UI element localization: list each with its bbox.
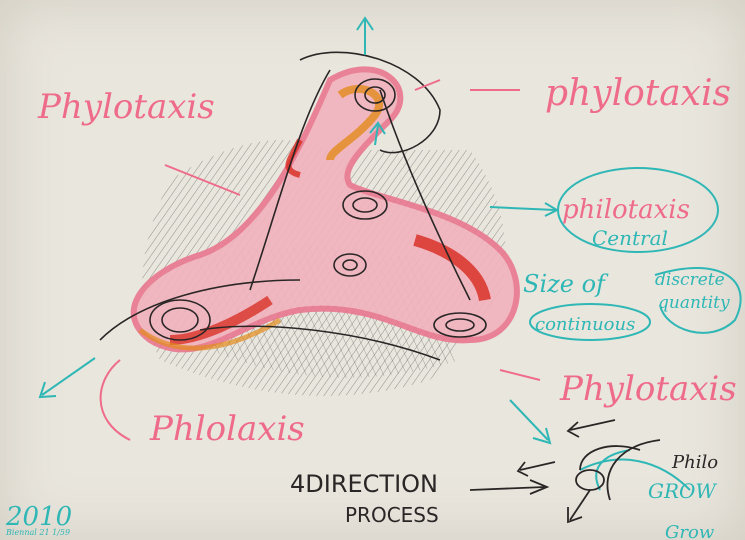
label-discrete: discrete: [655, 270, 725, 290]
label-size-of: Size of: [523, 270, 609, 298]
label-phlolaxis-bottom-left: Phlolaxis: [149, 409, 305, 449]
label-process: PROCESS: [345, 503, 439, 527]
label-grow: GROW: [648, 479, 717, 503]
label-continuous: continuous: [535, 314, 635, 335]
label-phylotaxis-top-right: phylotaxis: [545, 73, 731, 114]
label-signature: Biennal 21 1/59: [5, 528, 70, 537]
label-phylotaxis-top-left: Phylotaxis: [37, 87, 215, 127]
label-philotaxis: philotaxis: [562, 195, 690, 225]
label-grow-bottom: Grow: [665, 522, 715, 540]
label-quantity: quantity: [658, 293, 730, 313]
label-central: Central: [592, 226, 668, 250]
label-philo: Philo: [671, 452, 718, 473]
label-phylotaxis-lower-right: Phylotaxis: [559, 369, 737, 409]
label-4direction: 4DIRECTION: [290, 470, 438, 498]
ink-process-arrows: [470, 420, 660, 522]
